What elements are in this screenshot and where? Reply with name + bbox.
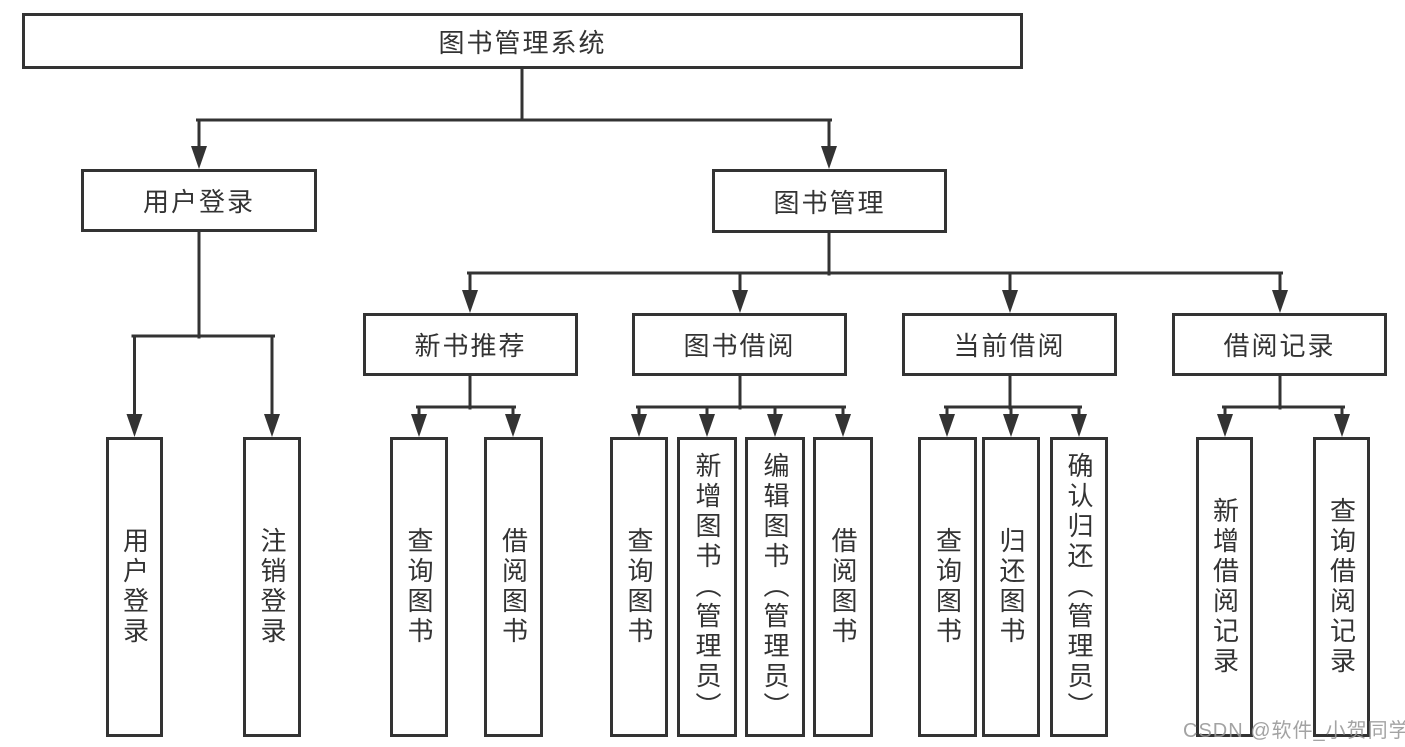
leaf-add-books-admin: 新增图书（管理员） — [677, 437, 737, 737]
leaf-add-borrow-record: 新增借阅记录 — [1196, 437, 1253, 737]
leaf-user-login: 用户登录 — [106, 437, 163, 737]
leaf-query-books-borrow: 查询图书 — [610, 437, 668, 737]
leaf-query-borrow-record: 查询借阅记录 — [1313, 437, 1370, 737]
leaf-confirm-return-admin: 确认归还（管理员） — [1050, 437, 1108, 737]
node-book-management: 图书管理 — [712, 169, 947, 233]
node-new-book-recommendation: 新书推荐 — [363, 313, 578, 376]
leaf-borrow-books-recommend: 借阅图书 — [484, 437, 543, 737]
csdn-watermark: CSDN @软件_小贺同学 — [1183, 720, 1405, 742]
leaf-return-books: 归还图书 — [982, 437, 1040, 737]
arrowheads — [126, 146, 1350, 437]
node-book-borrowing: 图书借阅 — [632, 313, 847, 376]
node-user-login: 用户登录 — [81, 169, 317, 232]
node-library-management-system: 图书管理系统 — [22, 13, 1023, 69]
leaf-logout: 注销登录 — [243, 437, 301, 737]
node-current-borrowing: 当前借阅 — [902, 313, 1117, 376]
leaf-borrow-books: 借阅图书 — [813, 437, 873, 737]
node-borrowing-records: 借阅记录 — [1172, 313, 1387, 376]
leaf-query-books-current: 查询图书 — [918, 437, 977, 737]
leaf-query-books-recommend: 查询图书 — [390, 437, 448, 737]
leaf-edit-books-admin: 编辑图书（管理员） — [745, 437, 805, 737]
